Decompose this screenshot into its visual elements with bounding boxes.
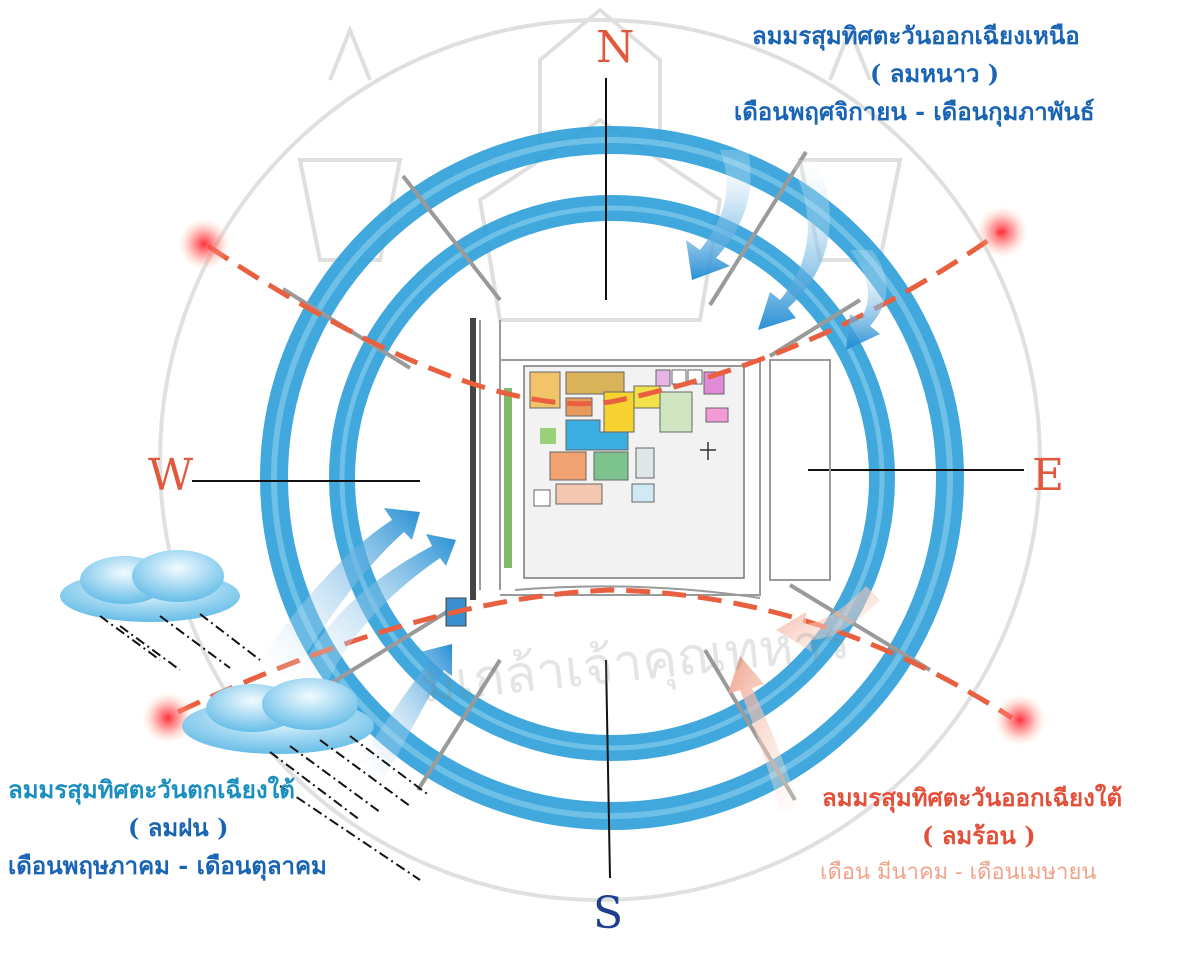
- rain-wind-arrows: [260, 508, 456, 780]
- compass-south-label: S: [593, 888, 624, 939]
- southwest-wind-months: เดือนพฤษภาคม - เดือนตุลาคม: [8, 851, 327, 880]
- southeast-wind-subtitle: ( ลมร้อน ): [922, 821, 1036, 850]
- wind-ring-outer: [260, 126, 964, 830]
- southwest-wind-subtitle: ( ลมฝน ): [128, 813, 229, 842]
- site-plan: [445, 318, 831, 627]
- compass-axes: [192, 78, 1024, 879]
- southeast-wind-title: ลมมรสุมทิศตะวันออกเฉียงใต้: [822, 783, 1123, 812]
- rain-lines: [99, 613, 431, 881]
- northeast-wind-title: ลมมรสุมทิศตะวันออกเฉียงเหนือ: [752, 21, 1080, 50]
- compass-west-label: W: [148, 450, 194, 501]
- wind-ring-inner: [329, 195, 895, 761]
- rain-cloud-icon: [60, 550, 374, 754]
- cold-wind-arrows: [686, 150, 887, 350]
- compass-north-label: N: [596, 22, 635, 73]
- northeast-wind-months: เดือนพฤศจิกายน - เดือนกุมภาพันธ์: [734, 97, 1095, 126]
- southwest-wind-title: ลมมรสุมทิศตะวันตกเฉียงใต้: [8, 775, 295, 804]
- sun-markers: [142, 206, 1046, 746]
- hot-wind-arrows: [728, 586, 880, 810]
- northeast-wind-subtitle: ( ลมหนาว ): [870, 59, 1000, 88]
- southeast-wind-months: เดือน มีนาคม - เดือนเมษายน: [820, 860, 1097, 885]
- compass-east-label: E: [1032, 450, 1065, 501]
